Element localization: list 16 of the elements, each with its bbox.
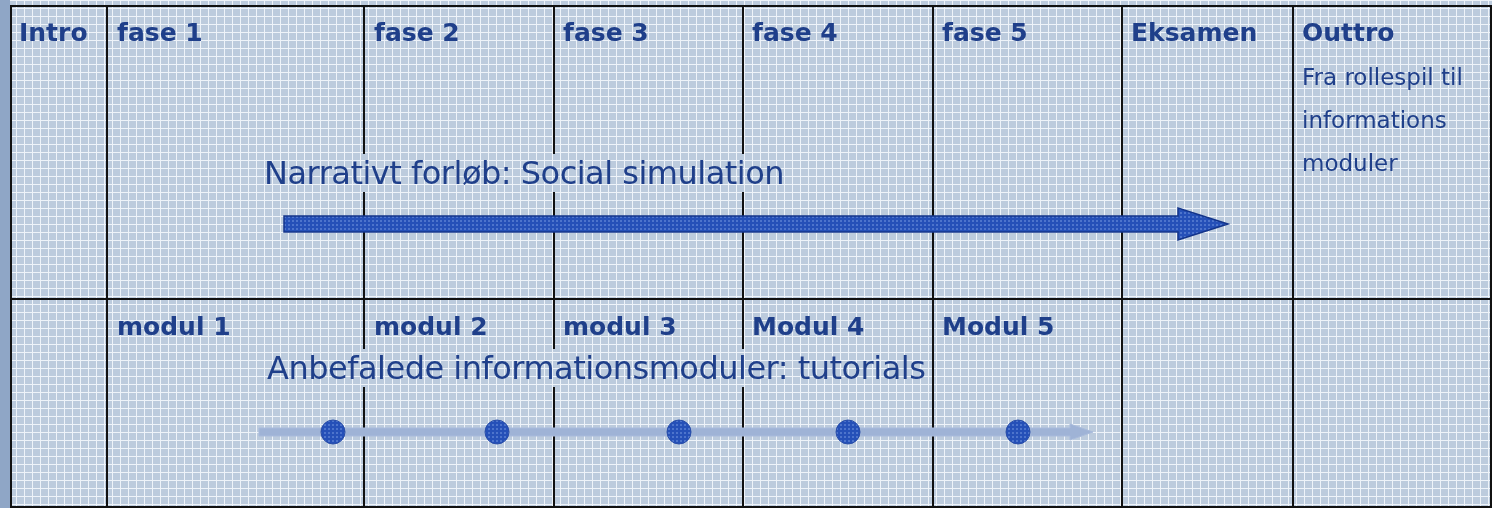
column-header: Outtro [1302, 18, 1395, 47]
timeline-label: Narrativt forløb: Social simulation [264, 154, 785, 192]
timeline-label: Anbefalede informationsmoduler: tutorials [267, 349, 926, 387]
column-header: Modul 5 [942, 312, 1055, 341]
column-header: fase 2 [374, 18, 460, 47]
column-header: modul 2 [374, 312, 488, 341]
column-header: fase 5 [942, 18, 1028, 47]
column-header: Eksamen [1131, 18, 1258, 47]
column-header: fase 4 [752, 18, 838, 47]
column-header: Intro [19, 18, 88, 47]
column-header: fase 1 [117, 18, 203, 47]
column-header: Modul 4 [752, 312, 865, 341]
column-header: modul 1 [117, 312, 231, 341]
column-header: modul 3 [563, 312, 677, 341]
note-text: Fra rollespil til informations moduler [1302, 63, 1464, 178]
column-header: fase 3 [563, 18, 649, 47]
